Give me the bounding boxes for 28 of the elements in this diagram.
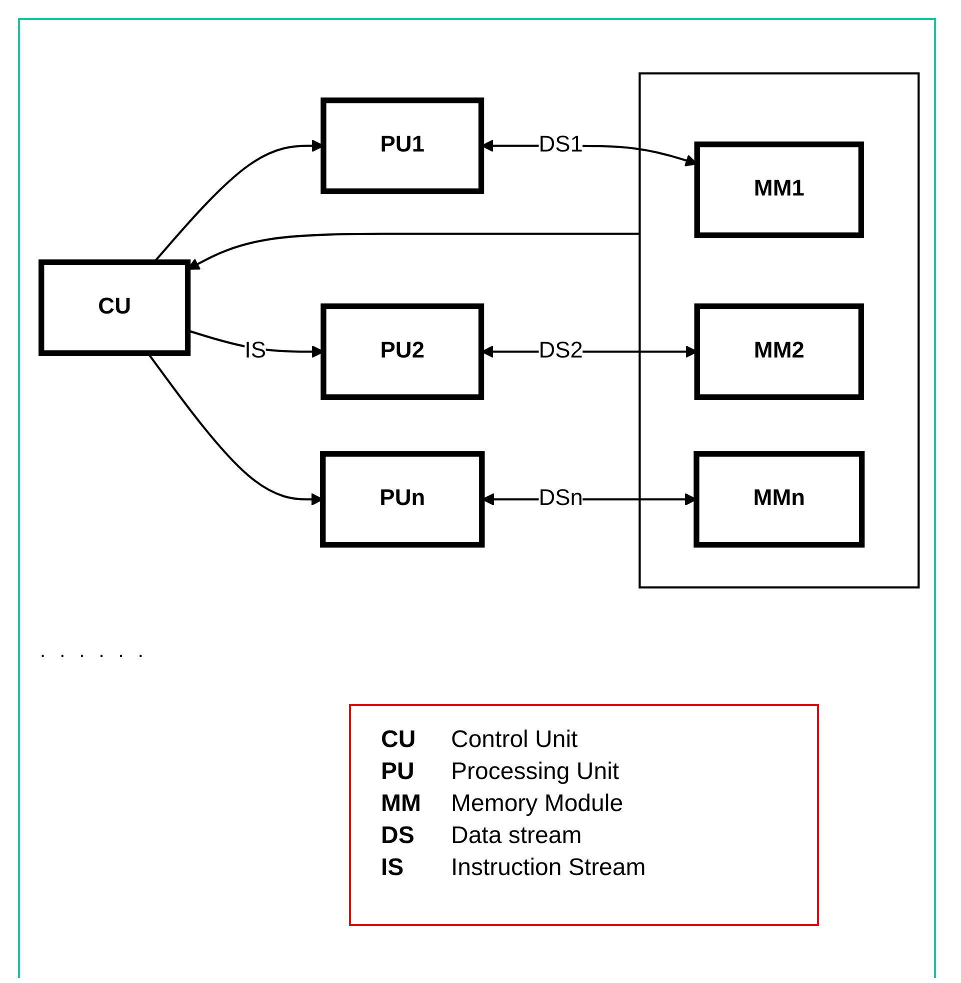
abbreviation: MM	[381, 790, 422, 819]
abbreviation: IS	[381, 854, 405, 883]
abbreviation: PU	[381, 758, 416, 787]
node-box: MMn	[694, 450, 865, 548]
node-box: CU	[38, 259, 191, 356]
node-box: MM1	[694, 141, 864, 238]
ellipsis-dot: .	[98, 640, 104, 662]
abbreviation: CU	[381, 726, 417, 755]
edge-label: DS2	[538, 338, 583, 363]
edge-label: DSn	[538, 486, 583, 510]
ellipsis-dot: .	[79, 640, 85, 662]
node-box: PUn	[320, 450, 485, 548]
ellipsis-dot: .	[60, 640, 66, 662]
edge-label: IS	[244, 338, 266, 363]
ellipsis-dot: .	[40, 640, 46, 662]
node-box: MM2	[694, 303, 864, 400]
abbreviation: DS	[381, 822, 416, 851]
cluster	[638, 72, 920, 588]
node-box: PU2	[320, 303, 484, 400]
abbreviation-meaning: Control Unit	[451, 726, 579, 755]
abbreviation-meaning: Processing Unit	[451, 758, 620, 787]
edge-label: DS1	[538, 132, 583, 157]
abbreviation-meaning: Data stream	[451, 822, 583, 851]
abbreviation-meaning: Memory Module	[451, 790, 624, 819]
ellipsis-dot: .	[138, 640, 144, 662]
ellipsis-dot: .	[118, 640, 124, 662]
node-box: PU1	[320, 97, 484, 194]
abbreviation-meaning: Instruction Stream	[451, 854, 647, 883]
